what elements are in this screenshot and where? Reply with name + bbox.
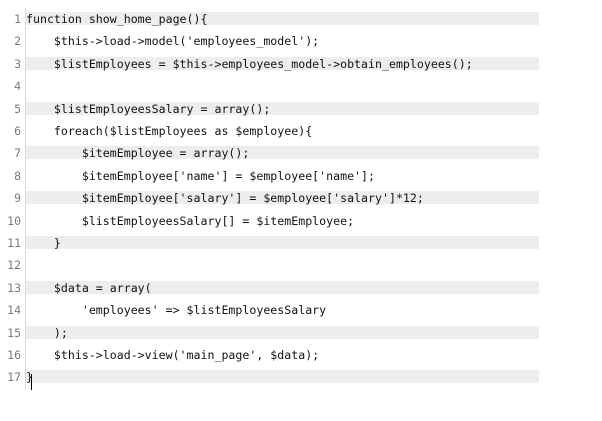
line-number: 10 xyxy=(7,213,21,228)
line-code[interactable]: $data = array( xyxy=(26,280,152,295)
line-stripe xyxy=(26,124,539,137)
line-number: 1 xyxy=(14,12,21,26)
line-code[interactable]: $itemEmployee = array(); xyxy=(26,146,250,161)
line-stripe xyxy=(26,213,539,227)
line-stripe xyxy=(26,168,539,182)
line-number: 15 xyxy=(7,325,21,340)
line-stripe xyxy=(26,191,539,205)
code-line[interactable]: 6 foreach($listEmployees as $employee){ xyxy=(0,120,540,142)
code-line[interactable]: 5 $listEmployeesSalary = array(); xyxy=(0,98,540,120)
code-line[interactable]: 17} xyxy=(0,366,540,388)
line-code[interactable]: } xyxy=(26,236,61,250)
line-stripe xyxy=(26,34,539,48)
line-stripe xyxy=(26,303,539,317)
line-number: 13 xyxy=(7,280,21,295)
line-stripe xyxy=(26,101,539,115)
text-cursor xyxy=(31,374,32,390)
line-number: 3 xyxy=(14,56,21,71)
line-stripe xyxy=(26,280,539,294)
code-editor[interactable]: 1 function show_home_page(){ 2 $this->load… xyxy=(0,8,540,390)
line-code[interactable]: ); xyxy=(26,325,68,340)
line-number: 9 xyxy=(14,191,21,206)
code-line[interactable]: 1 function show_home_page(){ xyxy=(0,8,540,30)
line-number: 7 xyxy=(14,146,21,161)
line-stripe xyxy=(26,12,539,25)
line-number: 4 xyxy=(14,79,21,94)
line-stripe xyxy=(26,370,539,384)
line-code[interactable]: $itemEmployee['name'] = $employee['name'… xyxy=(26,168,376,183)
code-line[interactable]: 4 xyxy=(0,75,540,97)
line-number: 6 xyxy=(14,124,21,138)
line-stripe xyxy=(26,348,539,361)
line-code[interactable]: foreach($listEmployees as $employee){ xyxy=(26,124,313,138)
line-code[interactable]: $this->load->model('employees_model'); xyxy=(26,34,320,49)
code-line[interactable]: 14 'employees' => $listEmployeesSalary xyxy=(0,299,540,321)
line-code[interactable]: } xyxy=(26,370,33,385)
line-code[interactable]: function show_home_page(){ xyxy=(26,12,208,26)
gutter-divider xyxy=(25,8,26,390)
line-code[interactable]: $listEmployees = $this->employees_model-… xyxy=(26,56,473,71)
line-code[interactable]: $listEmployeesSalary = array(); xyxy=(26,101,271,116)
code-line[interactable]: 16 $this->load->view('main_page', $data)… xyxy=(0,344,540,366)
code-line[interactable]: 10 $listEmployeesSalary[] = $itemEmploye… xyxy=(0,210,540,232)
line-stripe xyxy=(26,146,539,160)
line-code[interactable]: $listEmployeesSalary[] = $itemEmployee; xyxy=(26,213,355,228)
line-number: 8 xyxy=(14,168,21,183)
code-line[interactable]: 13 $data = array( xyxy=(0,277,540,299)
code-line[interactable]: 9 $itemEmployee['salary'] = $employee['s… xyxy=(0,187,540,209)
code-line[interactable]: 2 $this->load->model('employees_model'); xyxy=(0,30,540,52)
line-stripe xyxy=(26,258,539,272)
line-number: 2 xyxy=(14,34,21,49)
line-number: 11 xyxy=(7,236,21,250)
line-number: 17 xyxy=(7,370,21,385)
line-code[interactable]: $this->load->view('main_page', $data); xyxy=(26,348,320,362)
line-code[interactable]: 'employees' => $listEmployeesSalary xyxy=(26,303,327,318)
code-line[interactable]: 11 } xyxy=(0,232,540,254)
line-number: 5 xyxy=(14,101,21,116)
line-number: 12 xyxy=(7,258,21,273)
code-line[interactable]: 15 ); xyxy=(0,322,540,344)
code-line[interactable]: 12 xyxy=(0,254,540,276)
code-line[interactable]: 8 $itemEmployee['name'] = $employee['nam… xyxy=(0,165,540,187)
code-line[interactable]: 3 $listEmployees = $this->employees_mode… xyxy=(0,53,540,75)
line-number: 16 xyxy=(7,348,21,362)
line-stripe xyxy=(26,56,539,70)
code-line[interactable]: 7 $itemEmployee = array(); xyxy=(0,142,540,164)
line-stripe xyxy=(26,325,539,339)
line-stripe xyxy=(26,79,539,93)
line-number: 14 xyxy=(7,303,21,318)
line-stripe xyxy=(26,236,539,249)
line-code[interactable]: $itemEmployee['salary'] = $employee['sal… xyxy=(26,191,424,206)
